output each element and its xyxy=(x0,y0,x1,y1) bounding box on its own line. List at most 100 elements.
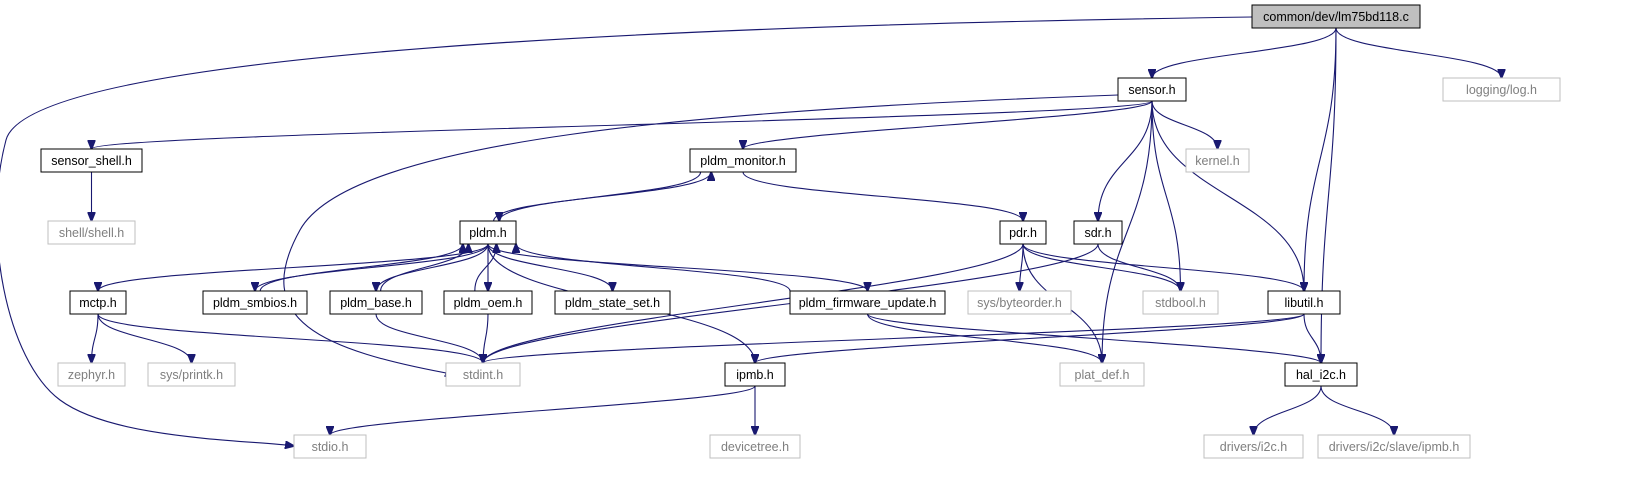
node-label: sensor_shell.h xyxy=(51,154,132,168)
node-box xyxy=(1073,220,1123,245)
node-libutil[interactable]: libutil.h xyxy=(1267,290,1341,315)
edge-pldm_firmware_update-to-pldm xyxy=(516,244,791,292)
node-stdint: stdint.h xyxy=(445,362,521,387)
edge-pdr-to-stdbool xyxy=(1022,243,1181,291)
node-box xyxy=(69,290,127,315)
edge-root-to-stdio xyxy=(0,16,1253,446)
node-label: pldm.h xyxy=(469,226,507,240)
node-hal-i2c[interactable]: hal_i2c.h xyxy=(1284,362,1358,387)
node-box xyxy=(47,220,136,245)
edge-hal_i2c-to-drivers_i2c xyxy=(1254,385,1322,435)
edge-sensor-to-pldm_monitor xyxy=(743,100,1153,149)
edge-pldm-to-pldm_smbios xyxy=(255,243,489,291)
node-box xyxy=(443,290,533,315)
node-label: stdio.h xyxy=(312,440,349,454)
edge-root-to-libutil xyxy=(1304,27,1337,291)
node-kernel: kernel.h xyxy=(1185,148,1250,173)
node-drivers-ipmb: drivers/i2c/slave/ipmb.h xyxy=(1317,434,1471,459)
edge-sensor-to-plat_def xyxy=(1102,100,1153,363)
node-label: pdr.h xyxy=(1009,226,1037,240)
node-sensor-shell[interactable]: sensor_shell.h xyxy=(40,148,143,173)
node-box xyxy=(1142,290,1219,315)
node-label: pldm_oem.h xyxy=(454,296,523,310)
edge-mctp-to-printk xyxy=(97,313,192,363)
node-pldm-monitor[interactable]: pldm_monitor.h xyxy=(689,148,797,173)
node-label: stdint.h xyxy=(463,368,503,382)
edge-libutil-to-ipmb xyxy=(755,313,1305,363)
node-label: common/dev/lm75bd118.c xyxy=(1263,10,1409,24)
node-sensor[interactable]: sensor.h xyxy=(1117,77,1187,102)
edge-sensor-to-sensor_shell xyxy=(92,100,1153,149)
node-label: mctp.h xyxy=(79,296,117,310)
edge-pldm_monitor-to-pdr xyxy=(742,171,1023,221)
node-label: libutil.h xyxy=(1285,296,1324,310)
node-root[interactable]: common/dev/lm75bd118.c xyxy=(1251,4,1421,29)
node-box xyxy=(789,290,946,315)
node-box xyxy=(1059,362,1145,387)
node-label: stdbool.h xyxy=(1155,296,1206,310)
edge-sensor-to-stdint xyxy=(283,94,1119,375)
node-box xyxy=(147,362,236,387)
node-label: sys/byteorder.h xyxy=(977,296,1062,310)
node-label: ipmb.h xyxy=(736,368,774,382)
node-log: logging/log.h xyxy=(1442,77,1561,102)
node-label: sensor.h xyxy=(1128,83,1175,97)
edge-hal_i2c-to-drivers_ipmb xyxy=(1320,385,1394,435)
edge-pdr-to-stdint xyxy=(483,243,1024,363)
node-box xyxy=(329,290,423,315)
node-label: plat_def.h xyxy=(1075,368,1130,382)
edge-root-to-sensor xyxy=(1152,27,1337,78)
node-label: pldm_state_set.h xyxy=(565,296,660,310)
node-box xyxy=(1284,362,1358,387)
node-pdr[interactable]: pdr.h xyxy=(999,220,1047,245)
node-zephyr: zephyr.h xyxy=(57,362,126,387)
edge-pldm_smbios-to-pldm xyxy=(259,244,463,292)
edge-pdr-to-byteorder xyxy=(1020,243,1024,291)
node-box xyxy=(1203,434,1304,459)
edge-pldm-to-pldm_monitor xyxy=(493,172,712,222)
node-box xyxy=(554,290,671,315)
node-label: devicetree.h xyxy=(721,440,789,454)
node-label: drivers/i2c/slave/ipmb.h xyxy=(1329,440,1460,454)
node-box xyxy=(1185,148,1250,173)
node-pldm-base[interactable]: pldm_base.h xyxy=(329,290,423,315)
node-pldm-oem[interactable]: pldm_oem.h xyxy=(443,290,533,315)
edge-root-to-log xyxy=(1335,27,1502,78)
node-sdr[interactable]: sdr.h xyxy=(1073,220,1123,245)
node-label: logging/log.h xyxy=(1466,83,1537,97)
edges-layer xyxy=(0,16,1502,446)
node-drivers-i2c: drivers/i2c.h xyxy=(1203,434,1304,459)
node-pldm[interactable]: pldm.h xyxy=(459,220,517,245)
node-box xyxy=(967,290,1072,315)
node-label: zephyr.h xyxy=(68,368,115,382)
node-label: pldm_firmware_update.h xyxy=(799,296,937,310)
edge-pldm_base-to-stdint xyxy=(375,313,483,363)
node-printk: sys/printk.h xyxy=(147,362,236,387)
node-pldm-smbios[interactable]: pldm_smbios.h xyxy=(202,290,308,315)
node-box xyxy=(293,434,367,459)
edge-ipmb-to-stdio xyxy=(330,385,756,435)
node-label: shell/shell.h xyxy=(59,226,124,240)
edge-pldm_firmware_update-to-plat_def xyxy=(866,313,1103,363)
node-label: pldm_base.h xyxy=(340,296,412,310)
edge-mctp-to-stdint xyxy=(97,313,483,363)
edge-pldm_base-to-pldm xyxy=(380,244,469,292)
node-byteorder: sys/byteorder.h xyxy=(967,290,1072,315)
edge-pdr-to-libutil xyxy=(1022,243,1304,291)
node-box xyxy=(1267,290,1341,315)
node-box xyxy=(999,220,1047,245)
node-mctp[interactable]: mctp.h xyxy=(69,290,127,315)
node-box xyxy=(40,148,143,173)
node-ipmb[interactable]: ipmb.h xyxy=(724,362,786,387)
node-label: pldm_smbios.h xyxy=(213,296,297,310)
node-box xyxy=(724,362,786,387)
node-pldm-state-set[interactable]: pldm_state_set.h xyxy=(554,290,671,315)
node-label: sdr.h xyxy=(1084,226,1111,240)
edge-pldm_oem-to-pldm xyxy=(474,244,497,292)
node-pldm-firmware-update[interactable]: pldm_firmware_update.h xyxy=(789,290,946,315)
node-label: drivers/i2c.h xyxy=(1220,440,1287,454)
node-box xyxy=(459,220,517,245)
node-label: sys/printk.h xyxy=(160,368,223,382)
node-box xyxy=(709,434,801,459)
